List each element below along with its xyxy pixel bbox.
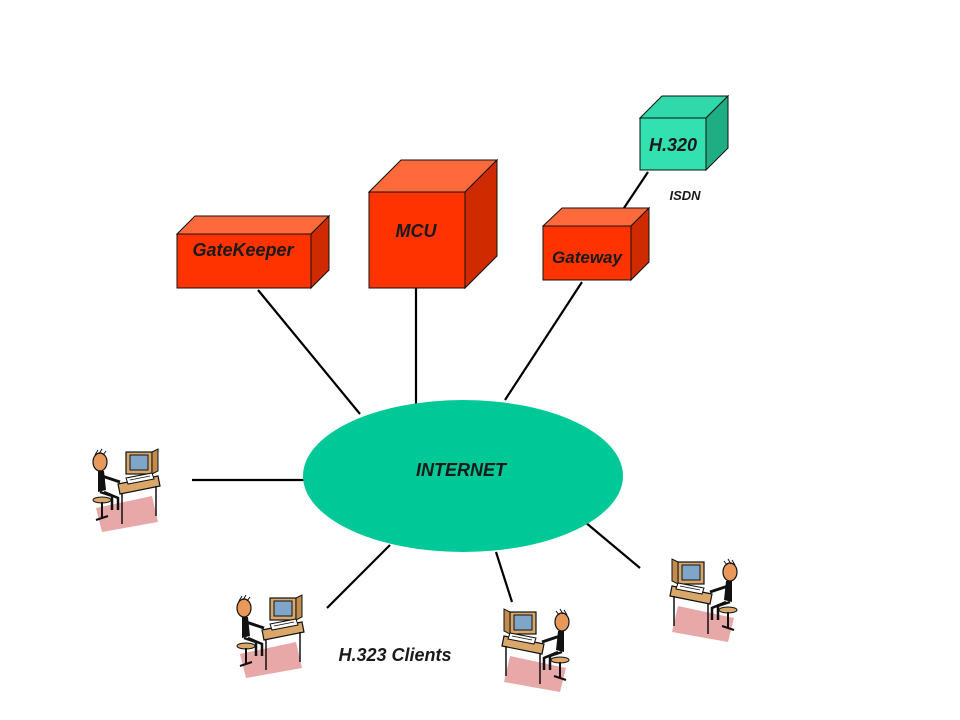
link-isdn xyxy=(623,171,649,209)
mcu-node: MCU xyxy=(367,158,499,290)
link-gateway-internet xyxy=(504,281,583,401)
gateway-label: Gateway xyxy=(552,248,623,267)
link-gatekeeper-internet xyxy=(257,289,361,415)
link-client-bottom-center xyxy=(494,551,514,603)
h320-node: H.320 xyxy=(638,94,730,172)
link-client-right xyxy=(584,521,641,569)
internet-node: INTERNET xyxy=(303,400,623,552)
gatekeeper-label: GateKeeper xyxy=(192,240,294,260)
isdn-label: ISDN xyxy=(669,188,701,203)
h320-label: H.320 xyxy=(649,135,697,155)
gateway-node: Gateway xyxy=(541,206,651,282)
clients-label: H.323 Clients xyxy=(338,645,451,665)
internet-label: INTERNET xyxy=(416,460,508,480)
person-at-computer-icon xyxy=(500,607,571,694)
person-at-computer-icon xyxy=(235,593,306,680)
gatekeeper-node: GateKeeper xyxy=(175,214,331,290)
person-at-computer-icon xyxy=(91,447,162,534)
person-at-computer-icon xyxy=(668,557,739,644)
link-client-bottom-left xyxy=(326,544,391,609)
mcu-label: MCU xyxy=(396,221,438,241)
